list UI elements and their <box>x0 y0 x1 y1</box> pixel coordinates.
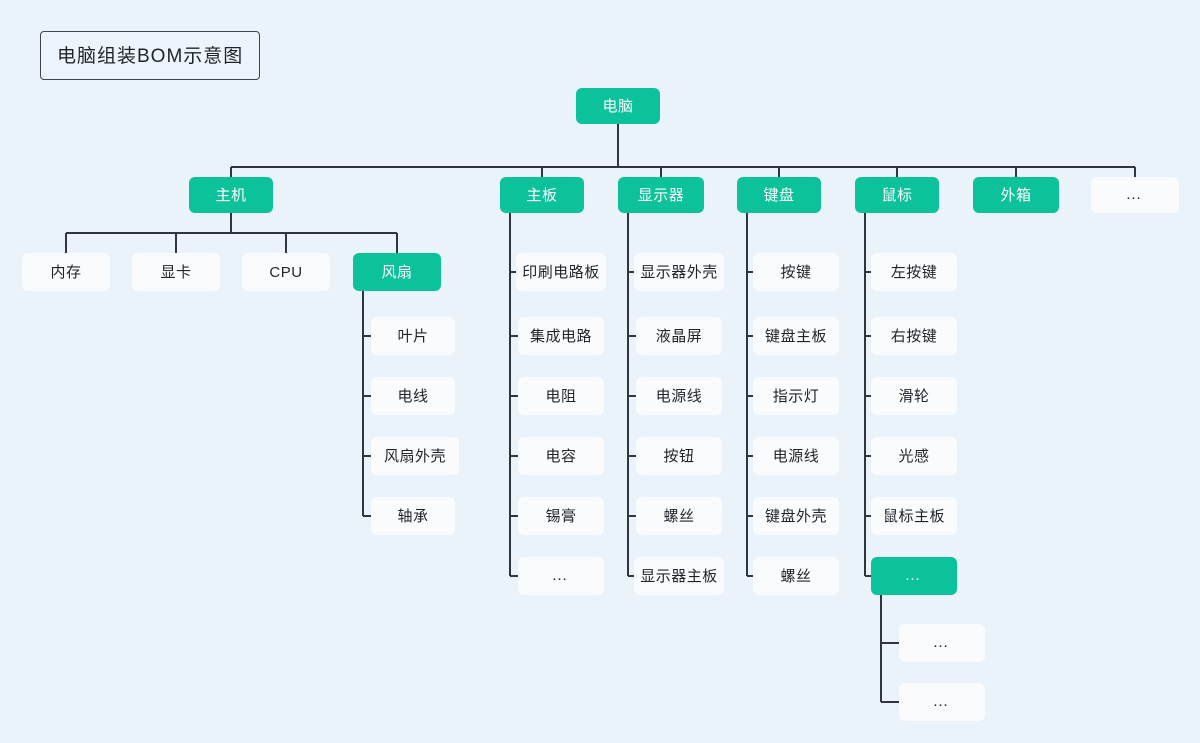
tree-node-anjian[interactable]: 按键 <box>753 253 839 291</box>
tree-node-shubiao[interactable]: 鼠标 <box>855 177 939 213</box>
tree-node-label: 轴承 <box>397 507 429 525</box>
tree-node-neicun[interactable]: 内存 <box>22 253 110 291</box>
tree-node-label: 右按键 <box>890 327 938 345</box>
tree-node-jp-dyx[interactable]: 电源线 <box>753 437 839 475</box>
tree-node-label: … <box>904 567 924 584</box>
tree-node-label: 风扇外壳 <box>383 447 446 465</box>
tree-node-label: 滑轮 <box>898 387 930 405</box>
tree-node-label: 印刷电路板 <box>522 263 600 281</box>
tree-node-dianxian[interactable]: 电线 <box>371 377 455 415</box>
tree-node-label: 显示器主板 <box>640 567 718 585</box>
tree-node-label: 电源线 <box>655 387 703 405</box>
tree-node-yejingping[interactable]: 液晶屏 <box>636 317 722 355</box>
tree-node-more-sb-1[interactable]: … <box>899 624 985 662</box>
tree-node-zhuji[interactable]: 主机 <box>189 177 273 213</box>
tree-node-more-zhuban[interactable]: … <box>518 557 604 595</box>
tree-node-pcb[interactable]: 印刷电路板 <box>516 253 606 291</box>
tree-node-label: 集成电路 <box>529 327 592 345</box>
tree-node-label: 指示灯 <box>772 387 820 405</box>
tree-node-xsq-dyx[interactable]: 电源线 <box>636 377 722 415</box>
tree-node-label: 外箱 <box>1000 186 1032 204</box>
tree-node-label: 鼠标主板 <box>882 507 945 525</box>
tree-node-more-sb[interactable]: … <box>871 557 957 595</box>
tree-node-xianshiqi[interactable]: 显示器 <box>618 177 704 213</box>
tree-node-label: CPU <box>269 263 303 281</box>
tree-node-label: 风扇 <box>381 263 413 281</box>
tree-node-label: 锡膏 <box>545 507 577 525</box>
tree-node-label: 电源线 <box>772 447 820 465</box>
tree-node-more-sb-2[interactable]: … <box>899 683 985 721</box>
tree-node-label: 主板 <box>526 186 558 204</box>
tree-node-zuoanjian[interactable]: 左按键 <box>871 253 957 291</box>
tree-node-jianpan[interactable]: 键盘 <box>737 177 821 213</box>
tree-node-label: 键盘 <box>763 186 795 204</box>
tree-node-jp-luosi[interactable]: 螺丝 <box>753 557 839 595</box>
tree-node-xianka[interactable]: 显卡 <box>132 253 220 291</box>
tree-node-label: 螺丝 <box>663 507 695 525</box>
tree-node-jpzhuban[interactable]: 键盘主板 <box>753 317 839 355</box>
tree-node-xsq-luosi[interactable]: 螺丝 <box>636 497 722 535</box>
tree-node-label: 电阻 <box>545 387 577 405</box>
tree-node-guanggan[interactable]: 光感 <box>871 437 957 475</box>
tree-node-label: … <box>932 634 952 651</box>
tree-node-cpu[interactable]: CPU <box>242 253 330 291</box>
tree-node-fengshan[interactable]: 风扇 <box>353 253 441 291</box>
tree-node-label: 电容 <box>545 447 577 465</box>
tree-node-root[interactable]: 电脑 <box>576 88 660 124</box>
tree-node-anniu[interactable]: 按钮 <box>636 437 722 475</box>
tree-node-label: 按钮 <box>663 447 695 465</box>
tree-node-label: 鼠标 <box>881 186 913 204</box>
tree-node-zhoucheng[interactable]: 轴承 <box>371 497 455 535</box>
tree-node-jpwaike[interactable]: 键盘外壳 <box>753 497 839 535</box>
tree-node-label: … <box>932 693 952 710</box>
tree-node-label: … <box>1125 186 1145 203</box>
tree-node-label: 键盘外壳 <box>764 507 827 525</box>
tree-node-hualun[interactable]: 滑轮 <box>871 377 957 415</box>
tree-node-dianzu[interactable]: 电阻 <box>518 377 604 415</box>
tree-node-dianrong[interactable]: 电容 <box>518 437 604 475</box>
tree-node-label: 叶片 <box>397 327 429 345</box>
tree-node-xsqwaike[interactable]: 显示器外壳 <box>634 253 724 291</box>
tree-node-label: 主机 <box>215 186 247 204</box>
tree-node-ic[interactable]: 集成电路 <box>518 317 604 355</box>
tree-node-xsqzhuban[interactable]: 显示器主板 <box>634 557 724 595</box>
tree-node-label: 内存 <box>50 263 82 281</box>
tree-node-label: 电脑 <box>602 97 634 115</box>
tree-node-label: 液晶屏 <box>655 327 703 345</box>
tree-node-label: 电线 <box>397 387 429 405</box>
tree-node-yepian[interactable]: 叶片 <box>371 317 455 355</box>
tree-node-label: 显示器 <box>637 186 685 204</box>
tree-node-waixiang[interactable]: 外箱 <box>973 177 1059 213</box>
tree-node-zhishideng[interactable]: 指示灯 <box>753 377 839 415</box>
tree-node-label: 按键 <box>780 263 812 281</box>
tree-node-youanjian[interactable]: 右按键 <box>871 317 957 355</box>
tree-node-label: 键盘主板 <box>764 327 827 345</box>
tree-node-sbzhuban[interactable]: 鼠标主板 <box>871 497 957 535</box>
tree-node-xigao[interactable]: 锡膏 <box>518 497 604 535</box>
tree-node-label: 螺丝 <box>780 567 812 585</box>
diagram-title: 电脑组装BOM示意图 <box>40 31 261 80</box>
tree-node-label: … <box>551 567 571 584</box>
tree-node-label: 显示器外壳 <box>640 263 718 281</box>
tree-node-fswaike[interactable]: 风扇外壳 <box>371 437 459 475</box>
tree-node-more-top[interactable]: … <box>1091 177 1179 213</box>
tree-node-label: 显卡 <box>160 263 192 281</box>
tree-node-label: 光感 <box>898 447 930 465</box>
tree-node-zhuban[interactable]: 主板 <box>500 177 584 213</box>
tree-node-label: 左按键 <box>890 263 938 281</box>
